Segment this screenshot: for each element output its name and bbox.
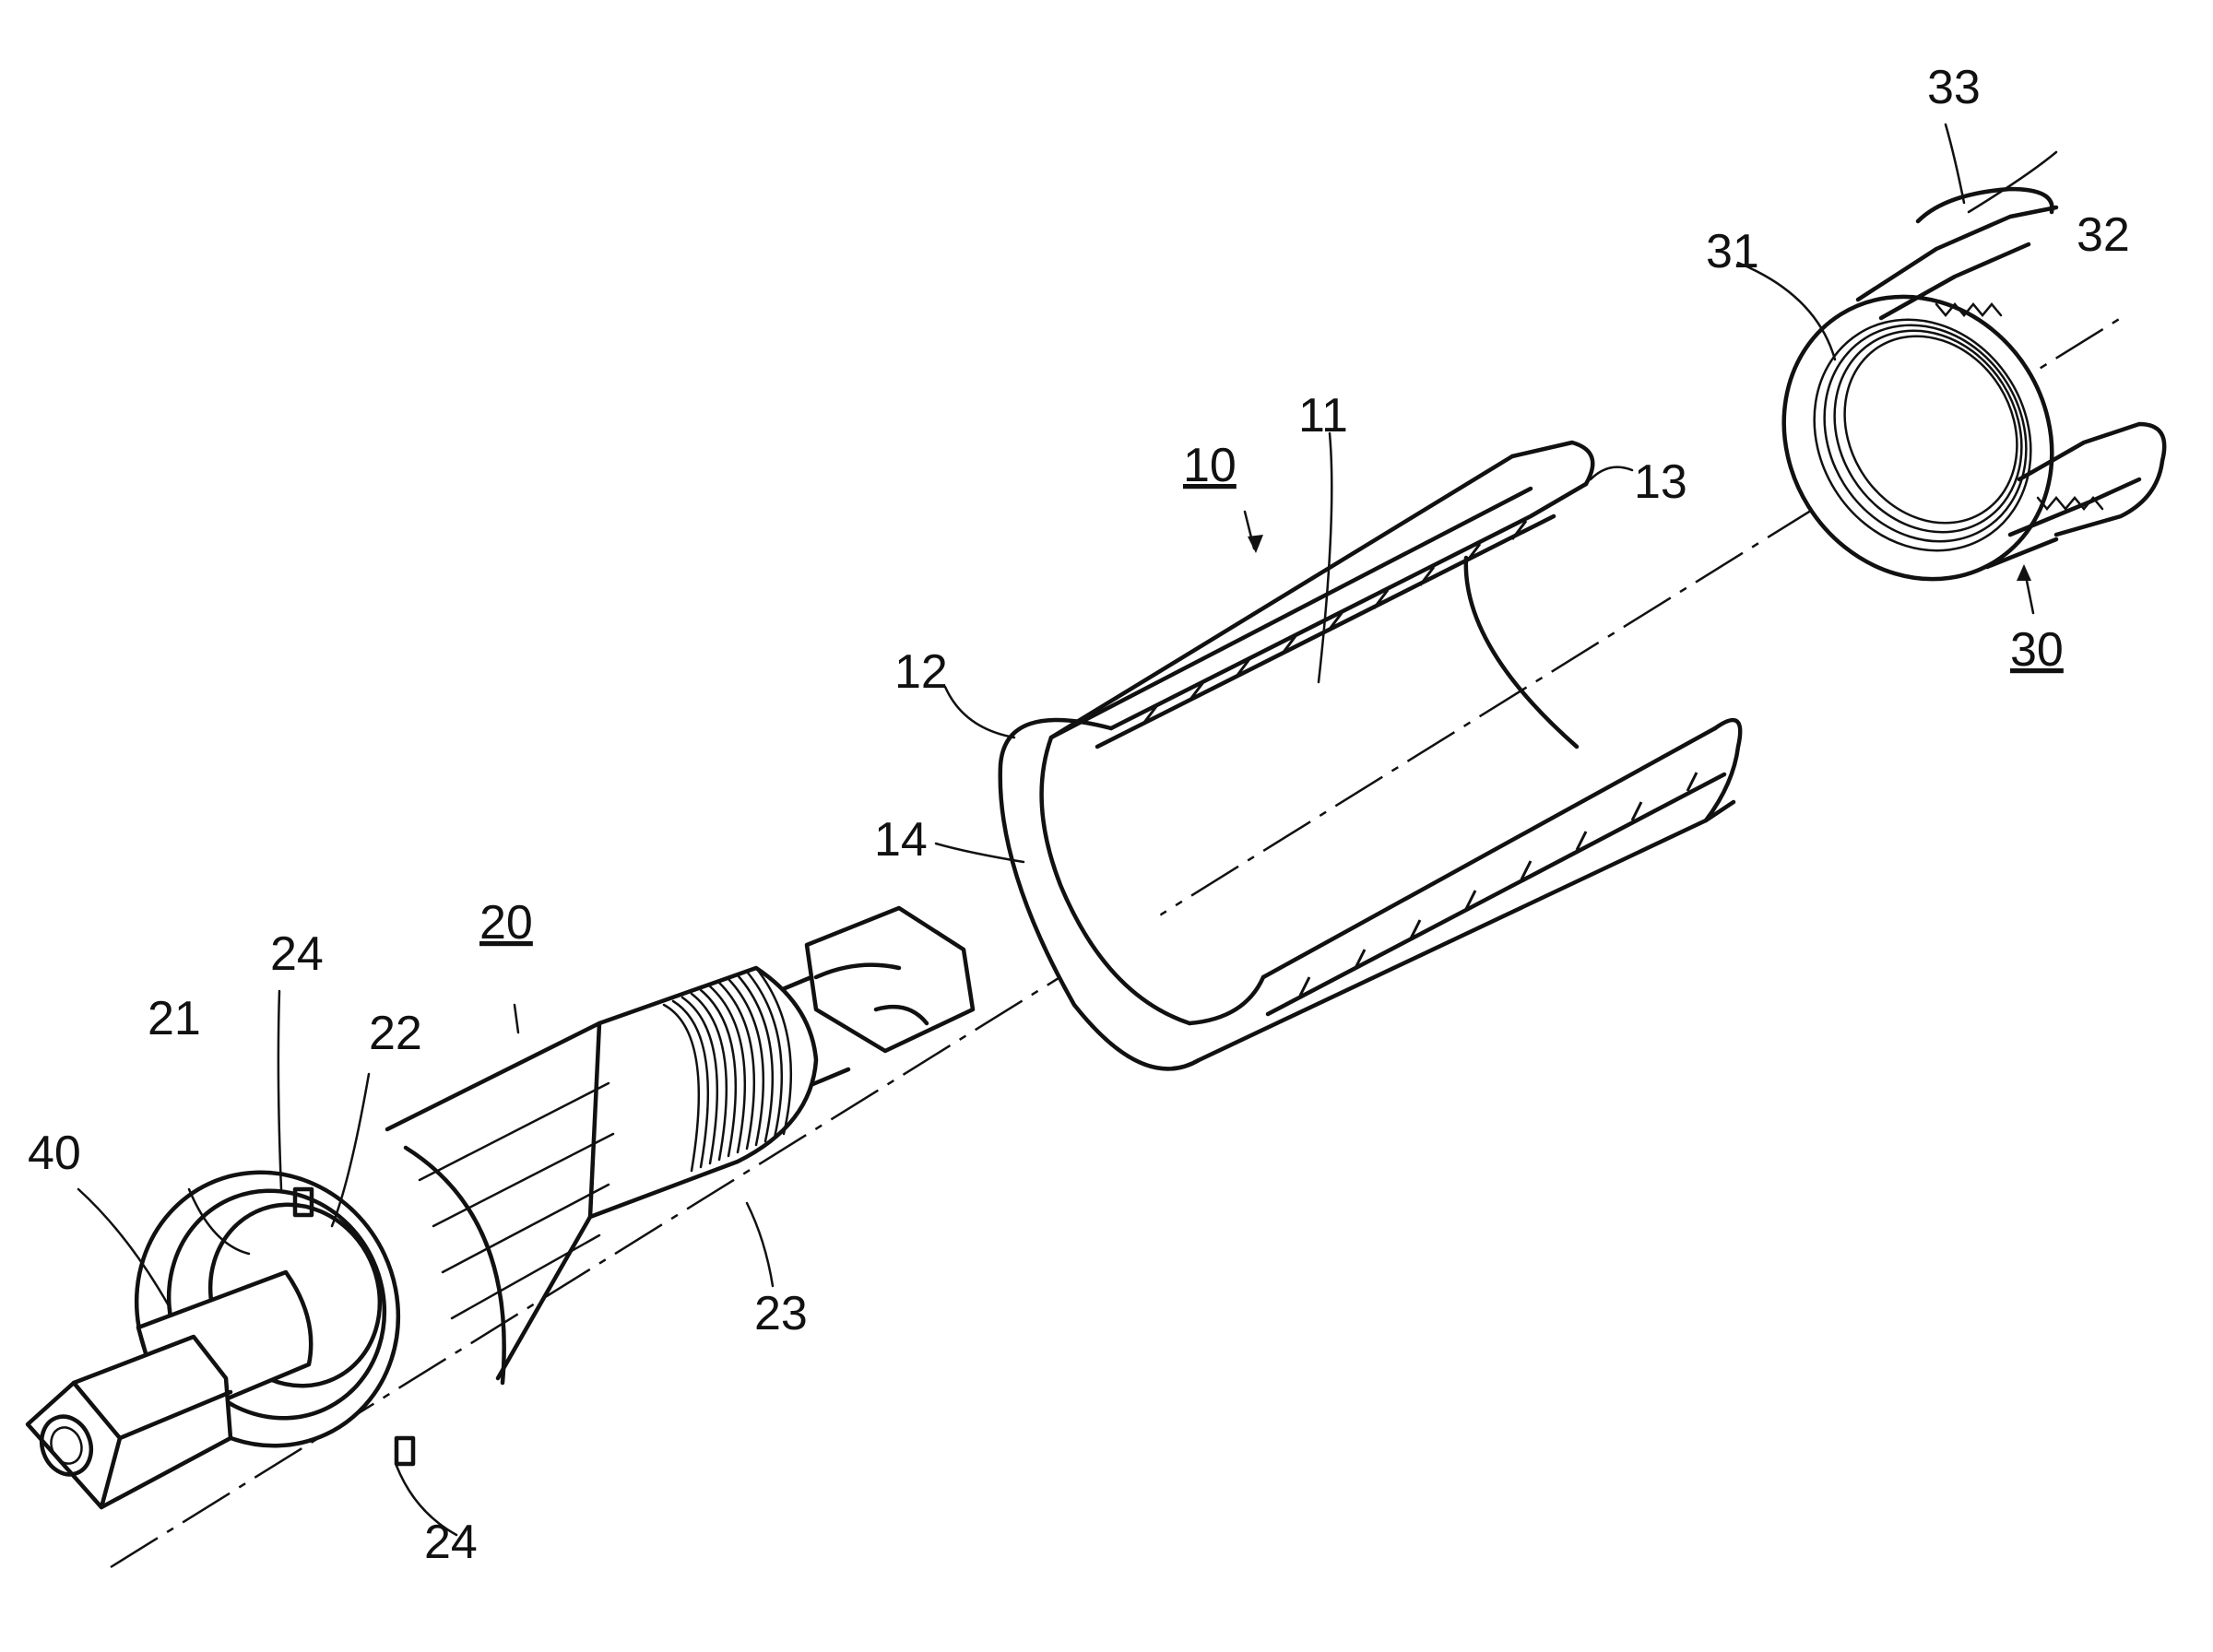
label-20: 20 (479, 896, 533, 950)
label-24-bottom: 24 (424, 1516, 478, 1569)
label-10: 10 (1183, 439, 1237, 492)
label-23: 23 (754, 1287, 808, 1340)
label-32: 32 (2077, 208, 2130, 262)
label-33: 33 (1927, 61, 1981, 114)
label-40: 40 (28, 1127, 81, 1180)
label-24-top: 24 (270, 927, 324, 981)
label-12: 12 (894, 645, 948, 699)
label-22: 22 (369, 1007, 422, 1060)
label-13: 13 (1634, 455, 1687, 509)
label-11: 11 (1298, 389, 1348, 442)
center-axis-line (110, 316, 2122, 1569)
label-21: 21 (148, 992, 201, 1045)
label-31: 31 (1706, 225, 1759, 278)
sleeve-10 (998, 440, 1743, 1071)
label-30: 30 (2010, 623, 2064, 677)
label-14: 14 (874, 813, 928, 867)
ring-nut-30 (1781, 186, 2167, 615)
leader-lines (77, 123, 2058, 1537)
reference-numerals: 10 11 12 13 14 20 21 22 23 24 24 30 31 3… (28, 61, 2130, 1569)
spindle-assembly-20 (25, 905, 976, 1510)
